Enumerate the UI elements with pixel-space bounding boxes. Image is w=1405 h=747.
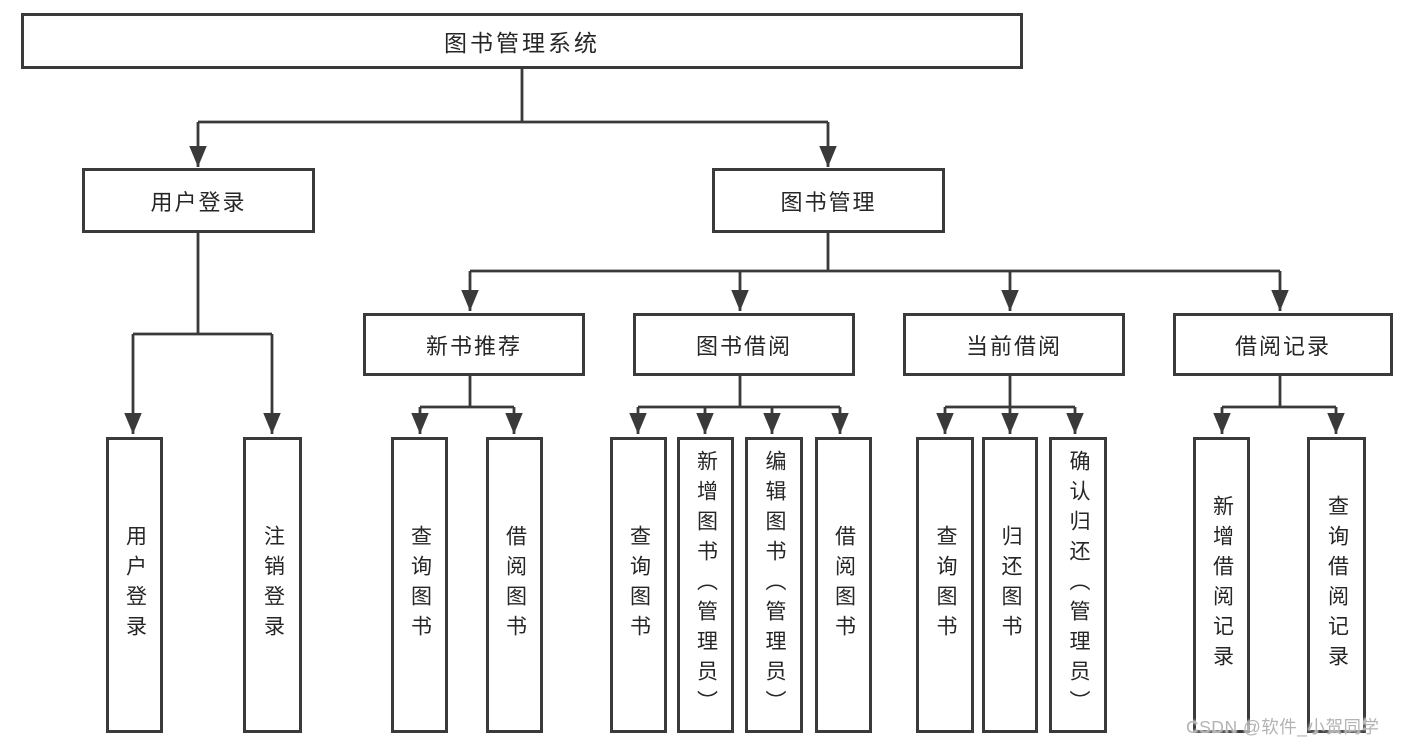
- leaf-borrow-books: 借阅图书: [815, 437, 872, 733]
- leaf-user-login: 用户登录: [106, 437, 163, 733]
- leaf-edit-books-admin-label: 编辑图书（管理员）: [763, 450, 786, 720]
- node-library-management-system: 图书管理系统: [21, 13, 1023, 69]
- leaf-return-books: 归还图书: [982, 437, 1038, 733]
- leaf-add-books-admin: 新增图书（管理员）: [677, 437, 734, 733]
- leaf-borrow-books-label: 借阅图书: [832, 525, 856, 645]
- csdn-watermark: CSDN @软件_小贺同学: [1186, 717, 1380, 737]
- node-book-borrowing: 图书借阅: [633, 313, 855, 376]
- node-book-management: 图书管理: [712, 168, 945, 233]
- node-user-login: 用户登录: [82, 168, 315, 233]
- leaf-query-books-recommend: 查询图书: [391, 437, 448, 733]
- leaf-query-books-current: 查询图书: [916, 437, 974, 733]
- node-borrowing-records: 借阅记录: [1173, 313, 1393, 376]
- leaf-user-login-label: 用户登录: [123, 525, 147, 645]
- node-new-book-recommend: 新书推荐: [363, 313, 585, 376]
- leaf-query-borrow-record: 查询借阅记录: [1307, 437, 1366, 733]
- leaf-query-books-current-label: 查询图书: [934, 525, 957, 645]
- leaf-return-books-label: 归还图书: [999, 525, 1022, 645]
- leaf-add-borrow-record-label: 新增借阅记录: [1210, 495, 1234, 675]
- leaf-logout: 注销登录: [243, 437, 302, 733]
- leaf-query-books-recommend-label: 查询图书: [408, 525, 432, 645]
- node-current-borrowing: 当前借阅: [903, 313, 1125, 376]
- leaf-borrow-books-recommend-label: 借阅图书: [503, 525, 527, 645]
- leaf-query-borrow-record-label: 查询借阅记录: [1325, 495, 1349, 675]
- leaf-edit-books-admin: 编辑图书（管理员）: [745, 437, 803, 733]
- leaf-query-books-borrow: 查询图书: [610, 437, 667, 733]
- leaf-confirm-return-admin-label: 确认归还（管理员）: [1067, 450, 1090, 720]
- leaf-add-books-admin-label: 新增图书（管理员）: [694, 450, 718, 720]
- leaf-query-books-borrow-label: 查询图书: [627, 525, 651, 645]
- leaf-add-borrow-record: 新增借阅记录: [1193, 437, 1250, 733]
- leaf-logout-label: 注销登录: [261, 525, 285, 645]
- leaf-confirm-return-admin: 确认归还（管理员）: [1049, 437, 1107, 733]
- leaf-borrow-books-recommend: 借阅图书: [486, 437, 543, 733]
